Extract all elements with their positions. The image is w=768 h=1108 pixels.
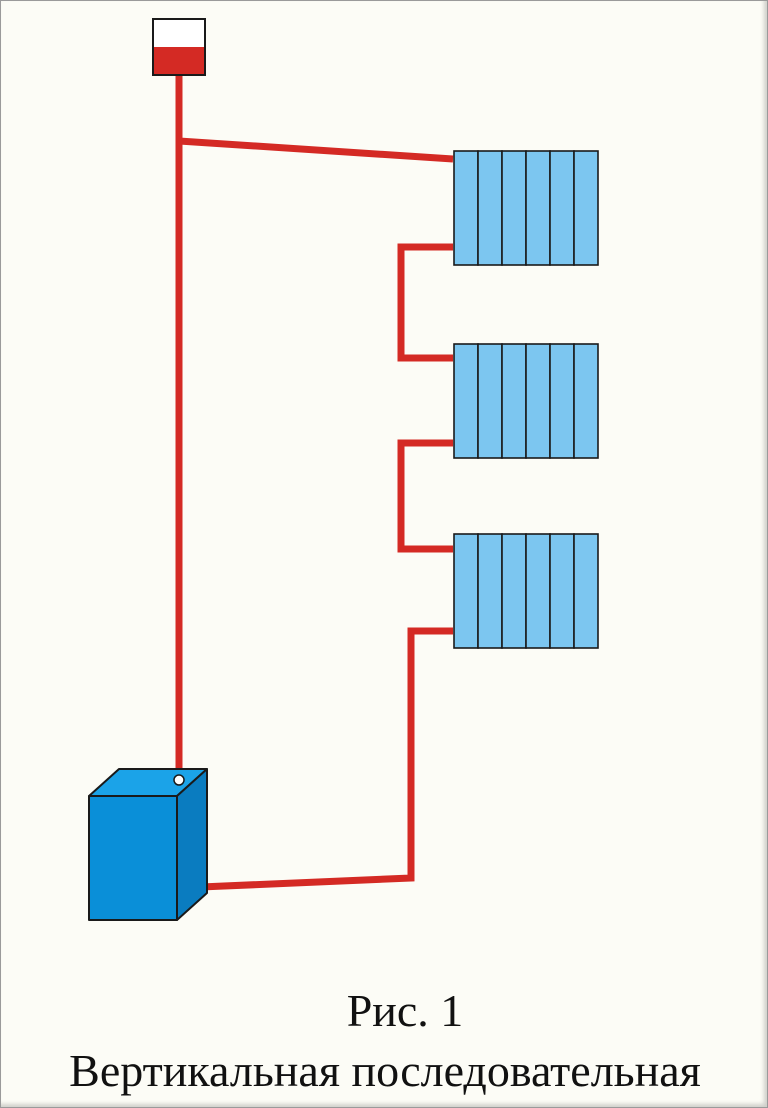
expansion-tank <box>152 18 206 76</box>
boiler-side <box>176 768 208 921</box>
radiator <box>453 343 599 459</box>
radiator-section <box>501 150 527 266</box>
return-pipe <box>200 627 453 891</box>
radiator-section <box>477 343 503 459</box>
expansion-tank-water <box>153 47 205 75</box>
radiator-section <box>477 533 503 649</box>
radiator-section <box>477 150 503 266</box>
radiator-section <box>525 533 551 649</box>
radiator-section <box>573 150 599 266</box>
expansion-tank-air <box>153 19 205 47</box>
radiator-section <box>549 343 575 459</box>
radiator <box>453 150 599 266</box>
radiator-section <box>453 150 479 266</box>
radiator-section <box>501 343 527 459</box>
figure-title: Вертикальная последовательная <box>69 1045 701 1096</box>
radiator <box>453 533 599 649</box>
radiator-section <box>573 533 599 649</box>
radiator-section <box>501 533 527 649</box>
boiler-front <box>88 795 178 921</box>
pipe-network <box>175 73 454 891</box>
radiator-section <box>453 533 479 649</box>
radiator-section <box>525 343 551 459</box>
radiator-section <box>525 150 551 266</box>
supply-branch-pipe <box>178 137 454 163</box>
radiator-section <box>549 533 575 649</box>
figure-number: Рис. 1 <box>346 985 464 1036</box>
expansion-tank-outline <box>152 18 206 76</box>
heating-system-diagram <box>88 18 599 921</box>
connection-pipe-1-2 <box>397 243 453 362</box>
connection-pipe-2-3 <box>397 439 453 553</box>
radiator-section <box>549 150 575 266</box>
boiler <box>88 768 208 921</box>
radiator-section <box>453 343 479 459</box>
radiator-section <box>573 343 599 459</box>
boiler-riser-outlet <box>173 774 185 786</box>
